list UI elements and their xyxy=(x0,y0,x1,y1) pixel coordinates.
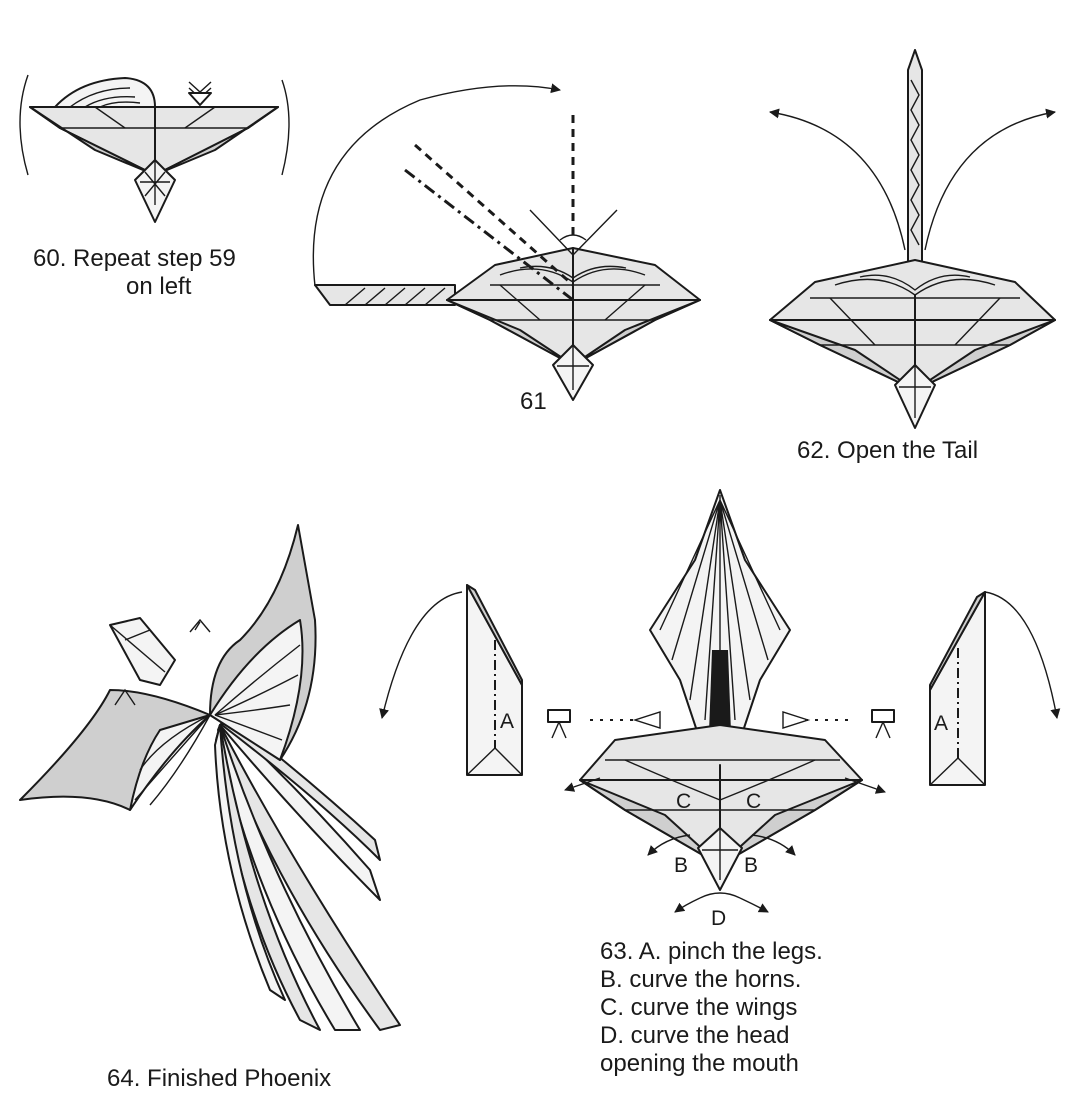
caption-step-63-line5: opening the mouth xyxy=(600,1050,799,1077)
eye-view-icon xyxy=(632,711,811,729)
step-63-figure xyxy=(379,489,1061,913)
caption-step-61: 61 xyxy=(520,388,547,415)
caption-step-62: 62. Open the Tail xyxy=(797,437,979,464)
caption-step-63-line2: B. curve the horns. xyxy=(600,966,802,993)
step-60-figure xyxy=(19,74,290,223)
label-wing-right: C xyxy=(746,790,761,813)
caption-step-63-line3: C. curve the wings xyxy=(600,994,798,1021)
camera-icon xyxy=(547,709,895,739)
caption-step-64: 64. Finished Phoenix xyxy=(107,1065,332,1092)
caption-step-60: 60. Repeat step 59 xyxy=(33,245,236,272)
caption-step-63-line1: 63. A. pinch the legs. xyxy=(600,938,823,965)
caption-step-63-line4: D. curve the head xyxy=(600,1022,790,1049)
caption-step-60-line2: on left xyxy=(126,273,192,300)
label-leg-right: A xyxy=(934,712,948,735)
label-wing-left: C xyxy=(676,790,691,813)
label-head: D xyxy=(711,907,726,930)
label-horn-right: B xyxy=(744,854,758,877)
label-leg-left: A xyxy=(500,710,514,733)
repeat-arrow-icon xyxy=(188,81,212,106)
step-64-figure xyxy=(19,524,401,1031)
step-61-figure xyxy=(312,83,701,401)
step-62-figure xyxy=(769,49,1056,429)
label-horn-left: B xyxy=(674,854,688,877)
